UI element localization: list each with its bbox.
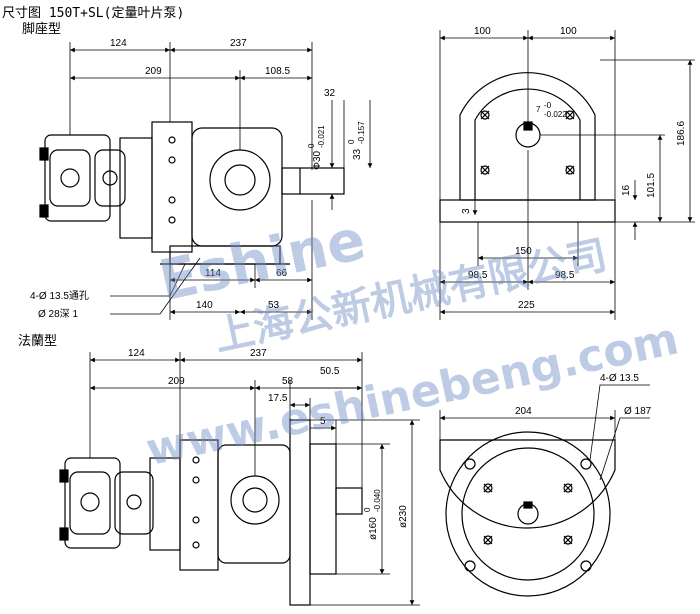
dim-209-flange: 209 (168, 376, 185, 387)
port (60, 168, 80, 188)
flange-mount-view (59, 419, 363, 606)
page-title: 尺寸图 150T+SL(定量叶片泵) (2, 6, 185, 21)
dim-114: 114 (205, 268, 221, 279)
dim-pilot-dia: ø160 (368, 517, 379, 540)
side-view-dimension-text: 100 100 7 -0 -0.022 186.6 101.5 16 3 150… (461, 26, 687, 311)
dim-5: 5 (320, 416, 326, 427)
flange-view-dimensions (89, 352, 420, 606)
rear-plug (39, 204, 49, 218)
dim-124: 124 (110, 38, 127, 49)
port-plate-right (114, 471, 154, 535)
flange-face-outline (439, 439, 616, 529)
dim-237-flange: 237 (250, 348, 267, 359)
flange-pilot (309, 443, 337, 575)
dim-4-holes: 4-Ø 13.5 (600, 373, 639, 384)
dim-key-width: 7 (536, 105, 541, 114)
dim-pilot-tol-upper: 0 (363, 507, 372, 512)
dim-32: 32 (324, 88, 336, 99)
dim-140: 140 (196, 300, 213, 311)
port-plate-left (69, 471, 111, 535)
dim-key-tol-lower: -0.157 (357, 121, 366, 144)
pump-rear-cover (44, 134, 111, 222)
dim-225: 225 (518, 300, 535, 311)
pump-shaft-boss (209, 149, 271, 211)
flange-face-inner (461, 447, 595, 581)
dim-3: 3 (461, 208, 472, 214)
side-view (439, 72, 616, 223)
dim-237: 237 (230, 38, 247, 49)
dim-100-left: 100 (474, 26, 491, 37)
dim-209: 209 (145, 66, 162, 77)
flange-view-dimension-text: 124 237 209 58 50.5 17.5 5 ø160 0 -0.040… (128, 348, 409, 540)
dim-150: 150 (515, 246, 532, 257)
flange-face-circle (445, 431, 611, 597)
section-label-flange: 法蘭型 (18, 334, 58, 349)
dim-key: 33 (352, 148, 363, 160)
dim-17-5: 17.5 (268, 393, 288, 404)
dim-101-5: 101.5 (646, 173, 657, 198)
dim-58: 58 (282, 376, 294, 387)
dim-key-width-tol-lower: -0.022 (544, 110, 567, 119)
flange-face-dimension-text: 204 4-Ø 13.5 Ø 187 (515, 373, 652, 417)
dim-66: 66 (276, 268, 288, 279)
rear-plug (39, 147, 49, 161)
side-housing (459, 72, 596, 201)
port (102, 170, 118, 186)
dim-204: 204 (515, 406, 532, 417)
keyway (523, 121, 533, 131)
dim-key-width-tol-upper: -0 (544, 101, 552, 110)
dim-flange-dia: ø230 (398, 505, 409, 528)
mounting-flange (289, 419, 311, 606)
side-housing-inner (474, 88, 581, 200)
dim-50-5: 50.5 (320, 366, 340, 377)
pump-shaft-bore (224, 164, 256, 196)
dim-98-5-left: 98.5 (468, 270, 488, 281)
section-label-foot: 脚座型 (22, 22, 62, 37)
port-plate-right (94, 149, 126, 207)
dim-108-5: 108.5 (265, 66, 290, 77)
dim-16: 16 (621, 184, 632, 196)
dim-shaft-dia: Φ30 (312, 150, 323, 170)
dim-shaft-tol-lower: -0.021 (317, 125, 326, 148)
note-counterbore: Ø 28深 1 (38, 308, 78, 320)
dim-pilot-tol-lower: -0.040 (373, 489, 382, 512)
drive-shaft (281, 167, 345, 195)
foot-view-dimension-text: 124 237 209 108.5 32 Φ30 0 -0.021 33 0 -… (30, 38, 366, 320)
dim-shaft-tol-upper: 0 (307, 143, 316, 148)
dim-98-5-right: 98.5 (555, 270, 575, 281)
foot-view-dimensions (69, 42, 373, 320)
dim-key-tol-upper: 0 (347, 139, 356, 144)
flange-face-view (439, 431, 616, 597)
note-holes: 4-Ø 13.5通孔 (30, 290, 89, 302)
dim-124-flange: 124 (128, 348, 145, 359)
flange-face-dimensions (439, 384, 650, 481)
side-view-dimensions (439, 30, 695, 320)
dim-186-6: 186.6 (676, 121, 687, 146)
side-foot (439, 199, 616, 223)
flange-drive-shaft (335, 487, 363, 515)
pump-front-cover (151, 121, 193, 253)
dim-100-right: 100 (560, 26, 577, 37)
foot-mount-view (39, 121, 345, 265)
port-plate-left (49, 149, 91, 207)
flange-pump-rear-cover (64, 457, 121, 549)
dim-bolt-circle: Ø 187 (624, 406, 652, 417)
dim-53: 53 (268, 300, 280, 311)
